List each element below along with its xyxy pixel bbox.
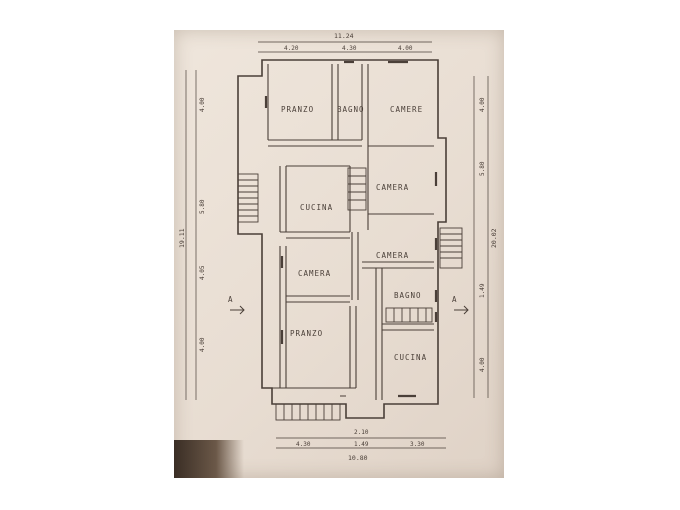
dim-left-total: 19.11 xyxy=(178,228,186,248)
section-arrow-right xyxy=(454,305,469,315)
room-label-camera-right: CAMERA xyxy=(376,251,409,260)
stairs-left xyxy=(237,173,259,223)
section-arrow-left xyxy=(230,305,245,315)
room-label-camera-top: CAMERE xyxy=(390,105,423,114)
stairs-right xyxy=(439,227,463,269)
section-mark-right: A xyxy=(452,295,458,304)
dim-right-a: 4.00 xyxy=(479,97,486,112)
room-label-bagno-right: BAGNO xyxy=(394,291,422,300)
dim-right-total: 20.02 xyxy=(490,228,498,248)
outer-wall xyxy=(237,59,447,419)
room-label-camera-mid: CAMERA xyxy=(376,183,409,192)
dim-top-b: 4.30 xyxy=(342,45,357,52)
dim-left-c: 4.05 xyxy=(199,265,206,280)
dim-left-b: 5.80 xyxy=(199,199,206,214)
section-mark-left: A xyxy=(228,295,234,304)
dim-top-a: 4.20 xyxy=(284,45,299,52)
dimension-lines xyxy=(185,41,489,449)
dim-right-b: 5.80 xyxy=(479,161,486,176)
stairs-centre xyxy=(347,167,367,211)
window-marks xyxy=(264,60,438,398)
room-label-camera-left: CAMERA xyxy=(298,269,331,278)
stairs-bottom xyxy=(275,403,341,421)
dim-right-d: 1.49 xyxy=(479,283,486,298)
room-label-cucina-mid: CUCINA xyxy=(300,203,333,212)
dim-left-d: 4.00 xyxy=(199,337,206,352)
dim-bottom-d: 2.10 xyxy=(354,429,369,436)
dim-bottom-c: 3.30 xyxy=(410,441,425,448)
room-label-pranzo-bottom: PRANZO xyxy=(290,329,323,338)
photo-shadow xyxy=(174,440,244,478)
room-label-cucina-bottom: CUCINA xyxy=(394,353,427,362)
room-label-pranzo-top: PRANZO xyxy=(281,105,314,114)
inner-walls xyxy=(267,64,434,400)
dim-bottom-b: 1.49 xyxy=(354,441,369,448)
dim-bottom-total: 10.80 xyxy=(348,454,368,462)
dim-top-c: 4.00 xyxy=(398,45,413,52)
dim-top-total: 11.24 xyxy=(334,32,354,40)
dim-bottom-a: 4.30 xyxy=(296,441,311,448)
stairs-internal xyxy=(385,307,433,323)
dim-right-c: 4.00 xyxy=(479,357,486,372)
dim-left-a: 4.00 xyxy=(199,97,206,112)
room-label-bagno-top: BAGNO xyxy=(337,105,365,114)
